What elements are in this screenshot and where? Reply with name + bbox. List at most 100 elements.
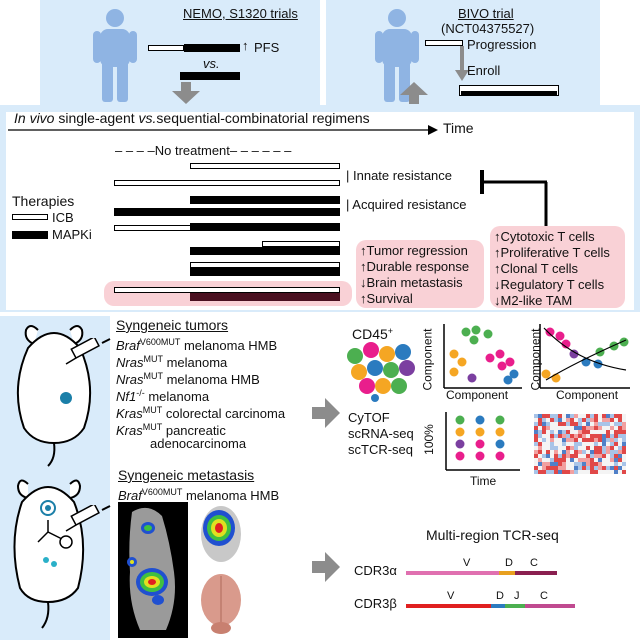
heatmap-cell (538, 418, 542, 422)
tumor-line-4-rest: melanoma (144, 389, 210, 404)
heatmap-cell (546, 434, 550, 438)
heatmap-cell (622, 462, 626, 466)
trajectory-plot (539, 324, 630, 389)
heatmap-cell (594, 422, 598, 426)
heatmap-cell (590, 442, 594, 446)
heatmap-cell (614, 446, 618, 450)
heatmap-cell (554, 470, 558, 474)
heatmap-cell (566, 458, 570, 462)
heatmap-cell (602, 462, 606, 466)
acquired-resistance-text: Acquired resistance (352, 197, 467, 212)
heatmap-cell (566, 442, 570, 446)
outcome-right-3: ↑Clonal T cells (494, 261, 579, 276)
heatmap-cell (538, 458, 542, 462)
heatmap-cell (578, 470, 582, 474)
heatmap-cell (582, 426, 586, 430)
heatmap-cell (582, 454, 586, 458)
heatmap-cell (598, 418, 602, 422)
heatmap-cell (570, 414, 574, 418)
right-trial-id: (NCT04375527) (441, 21, 535, 36)
regimen-row-7-icb (190, 262, 340, 268)
legend-mapki-label: MAPKi (52, 227, 92, 242)
heatmap-cell (586, 434, 590, 438)
heatmap-cell (614, 466, 618, 470)
heatmap-cell (562, 434, 566, 438)
heatmap-cell (606, 434, 610, 438)
heatmap-cell (590, 418, 594, 422)
metastasis-gene: Braf (118, 488, 142, 503)
heatmap-cell (602, 450, 606, 454)
heatmap-cell (622, 422, 626, 426)
regimen-row-1-icb (190, 163, 340, 169)
heatmap-cell (618, 454, 622, 458)
heatmap-cell (610, 450, 614, 454)
heatmap-cell (598, 450, 602, 454)
heatmap-cell (550, 422, 554, 426)
heatmap-cell (614, 442, 618, 446)
heatmap-cell (586, 442, 590, 446)
heatmap-cell (566, 438, 570, 442)
trajectory-x-label: Component (556, 388, 619, 402)
heatmap-cell (606, 418, 610, 422)
heatmap-cell (582, 442, 586, 446)
heatmap-cell (598, 430, 602, 434)
heatmap-cell (542, 466, 546, 470)
heatmap-cell (550, 442, 554, 446)
heatmap-cell (614, 430, 618, 434)
heatmap-cell (570, 422, 574, 426)
heatmap-cell (546, 426, 550, 430)
vs-label: vs. (203, 56, 220, 71)
time-axis-label: Time (443, 120, 474, 136)
heatmap-cell (554, 466, 558, 470)
heatmap-cell (542, 426, 546, 430)
heatmap-cell (606, 450, 610, 454)
heatmap-cell (590, 438, 594, 442)
progression-down-arrow-icon (455, 46, 469, 81)
heatmap-cell (590, 426, 594, 430)
heatmap-cell (594, 418, 598, 422)
heatmap-cell (610, 466, 614, 470)
heatmap-cell (602, 454, 606, 458)
heatmap-cell (610, 426, 614, 430)
regimen-row-7-mapki (190, 268, 340, 276)
cd45-cell-cluster (347, 342, 415, 402)
brain-bioluminescence-image (196, 502, 246, 564)
heatmap-cell (558, 450, 562, 454)
heatmap-cell (558, 422, 562, 426)
down-arrow-icon (172, 82, 200, 104)
regimen-row-6-mapki (190, 247, 340, 255)
heatmap-cell (590, 454, 594, 458)
alpha-v-segment (406, 571, 499, 575)
syngeneic-metastasis-title: Syngeneic metastasis (118, 467, 255, 483)
heatmap-cell (534, 426, 538, 430)
tumor-line-3-sup: MUT (143, 371, 163, 381)
heatmap-cell (598, 462, 602, 466)
heatmap-cell (574, 430, 578, 434)
heatmap-cell (558, 442, 562, 446)
heatmap-cell (542, 450, 546, 454)
heatmap-cell (582, 466, 586, 470)
outcome-right-1-text: Cytotoxic T cells (500, 229, 595, 244)
heatmap-cell (562, 438, 566, 442)
pfs-label: PFS (254, 40, 280, 55)
cd45-text: CD45 (352, 326, 388, 342)
heatmap-cell (582, 418, 586, 422)
heatmap-cell (534, 470, 538, 474)
tumor-line-4-sup: -/- (136, 388, 145, 398)
outcome-left-3-text: Brain metastasis (366, 275, 463, 290)
heatmap-cell (574, 442, 578, 446)
scrna-label: scRNA-seq (348, 426, 414, 441)
heatmap-cell (614, 414, 618, 418)
heatmap-cell (594, 450, 598, 454)
heatmap-cell (618, 430, 622, 434)
heatmap-cell (538, 462, 542, 466)
tumor-line-2-sup: MUT (143, 354, 163, 364)
heatmap-cell (558, 430, 562, 434)
heatmap-cell (570, 450, 574, 454)
up-arrow-icon (400, 82, 428, 104)
heatmap-cell (566, 414, 570, 418)
heatmap-cell (554, 442, 558, 446)
outcome-left-4: ↑Survival (360, 291, 413, 306)
legend-icb-swatch (12, 214, 48, 220)
heatmap-cell (606, 446, 610, 450)
